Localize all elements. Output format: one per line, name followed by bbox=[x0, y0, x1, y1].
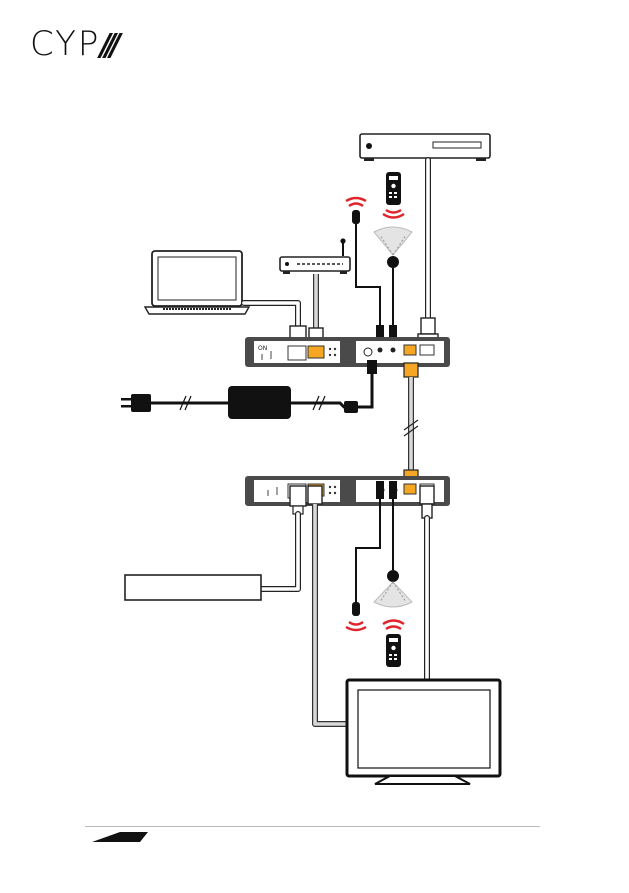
footer-divider bbox=[85, 826, 540, 827]
